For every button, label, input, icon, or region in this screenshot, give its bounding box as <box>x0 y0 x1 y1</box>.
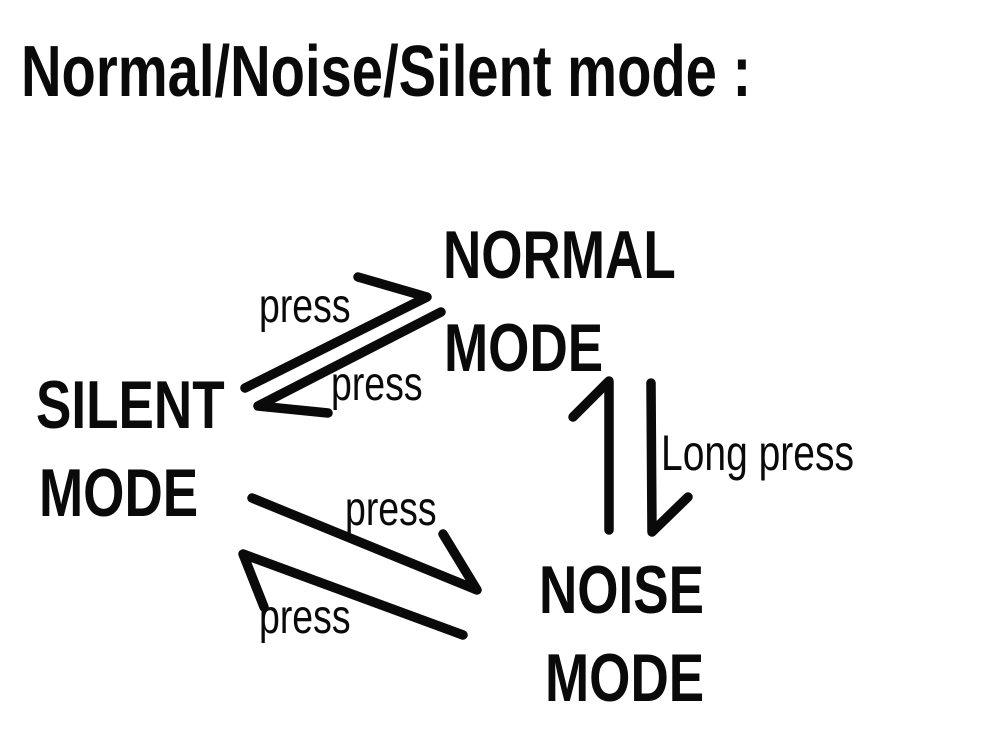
node-silent-mode-line2: MODE <box>39 455 199 531</box>
node-silent-mode-line1: SILENT <box>36 367 225 443</box>
node-noise-mode-line1: NOISE <box>539 552 705 628</box>
node-normal-mode-line1: NORMAL <box>443 217 676 293</box>
edge-label-silent-to-noise: press <box>345 483 437 536</box>
arrow-silent-to-normal <box>240 272 432 393</box>
arrow-noise-to-silent <box>238 549 468 640</box>
page-title: Normal/Noise/Silent mode : <box>21 32 752 112</box>
arrow-noise-to-normal <box>568 376 614 535</box>
edge-label-silent-to-normal: press <box>259 280 351 333</box>
edge-label-long-press: Long press <box>661 425 854 481</box>
arrow-normal-to-noise <box>646 378 693 537</box>
arrow-silent-to-noise <box>247 493 482 595</box>
edge-label-normal-to-silent: press <box>331 358 423 411</box>
node-normal-mode-line2: MODE <box>444 310 604 386</box>
node-noise-mode-line2: MODE <box>545 640 705 716</box>
edge-label-noise-to-silent: press <box>259 591 351 644</box>
arrow-normal-to-silent <box>253 307 446 418</box>
